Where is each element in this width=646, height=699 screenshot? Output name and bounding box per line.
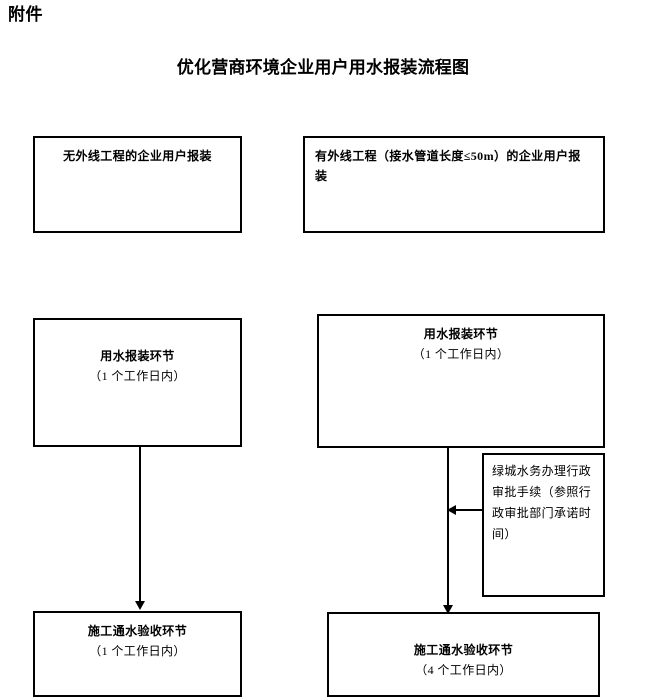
node-heading: 用水报装环节: [423, 327, 499, 341]
node-no-exterior-pipeline-application: 无外线工程的企业用户报装: [33, 136, 242, 233]
page-title: 优化营商环境企业用户用水报装流程图: [176, 58, 470, 77]
node-subtext: （1 个工作日内）: [89, 369, 186, 383]
arrow-down-icon-left: [135, 601, 145, 610]
node-text: 施工通水验收环节 （1 个工作日内）: [35, 613, 240, 661]
node-subtext: （参照行政审批部门承诺时间）: [492, 485, 592, 541]
node-text: 用水报装环节 （1 个工作日内）: [35, 320, 240, 386]
node-heading: 绿城水务办理行政审批手续: [492, 464, 592, 499]
node-subtext: （1 个工作日内）: [89, 644, 186, 658]
node-heading: 施工通水验收环节: [87, 624, 188, 638]
node-administrative-approval: 绿城水务办理行政审批手续（参照行政审批部门承诺时间）: [482, 453, 605, 597]
arrow-down-icon-right: [443, 605, 453, 614]
node-text: 无外线工程的企业用户报装: [35, 138, 240, 166]
attachment-label: 附件: [8, 5, 43, 24]
node-text: 用水报装环节 （1 个工作日内）: [319, 316, 603, 364]
node-construction-acceptance-right: 施工通水验收环节 （4 个工作日内）: [327, 612, 600, 697]
node-heading: 施工通水验收环节: [413, 643, 514, 657]
node-construction-acceptance-left: 施工通水验收环节 （1 个工作日内）: [33, 611, 242, 697]
node-heading: 有外线工程（接水管道长度≤50m）的企业用户报装: [315, 149, 581, 183]
node-heading: 用水报装环节: [100, 349, 175, 363]
connector-left-vertical-line: [139, 447, 141, 603]
node-text: 有外线工程（接水管道长度≤50m）的企业用户报装: [305, 138, 603, 186]
node-heading: 无外线工程的企业用户报装: [63, 149, 212, 163]
arrow-left-icon-approval: [447, 505, 456, 515]
node-water-application-step-left: 用水报装环节 （1 个工作日内）: [33, 318, 242, 447]
node-text: 绿城水务办理行政审批手续（参照行政审批部门承诺时间）: [484, 455, 603, 545]
node-text: 施工通水验收环节 （4 个工作日内）: [329, 614, 598, 680]
node-subtext: （1 个工作日内）: [412, 347, 510, 361]
connector-approval-horizontal-line: [453, 509, 483, 511]
node-water-application-step-right: 用水报装环节 （1 个工作日内）: [317, 314, 605, 448]
node-subtext: （4 个工作日内）: [415, 663, 512, 677]
node-with-exterior-pipeline-application: 有外线工程（接水管道长度≤50m）的企业用户报装: [303, 136, 605, 233]
connector-right-vertical-line: [447, 448, 449, 611]
